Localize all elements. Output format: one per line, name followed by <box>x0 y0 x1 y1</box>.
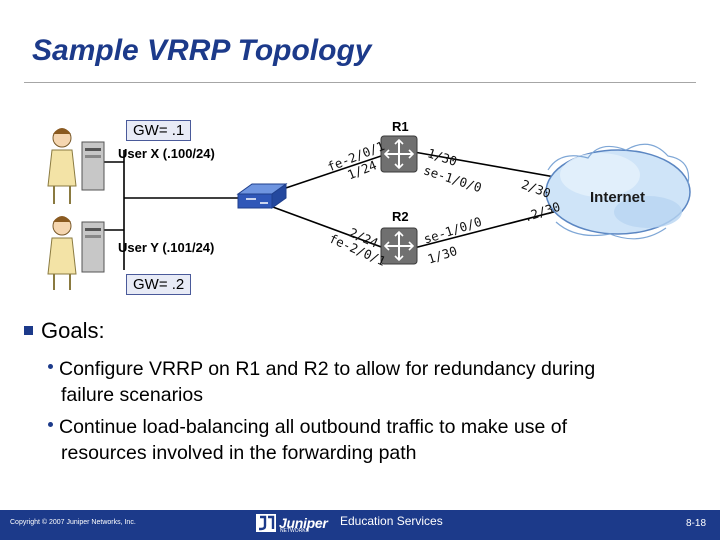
bullet-dot-icon <box>48 364 53 370</box>
router-r1-icon <box>380 135 418 173</box>
gateway-box-2: GW= .2 <box>126 274 192 295</box>
gateway-box-1: GW= .1 <box>126 120 192 141</box>
router-r2-icon <box>380 227 418 265</box>
internet-cloud-icon <box>545 143 691 240</box>
user-y-label: User Y (.101/24) <box>118 240 215 255</box>
router-r1-label: R1 <box>392 119 409 134</box>
switch-r2-link <box>261 202 385 249</box>
bullet-dot-icon <box>48 422 53 428</box>
user-y-person-icon <box>47 216 77 290</box>
goal-bullet-2: Continue load-balancing all outbound tra… <box>48 414 567 466</box>
goal-1-line-1: Configure VRRP on R1 and R2 to allow for… <box>59 358 596 380</box>
page-title: Sample VRRP Topology <box>32 34 372 67</box>
education-services-text: Education Services <box>340 514 443 528</box>
router-r2-label: R2 <box>392 209 409 224</box>
user-x-pc-icon <box>81 141 105 191</box>
juniper-logo-text: Juniper <box>279 515 328 531</box>
title-divider <box>24 82 696 83</box>
juniper-logo: Juniper NETWORKS <box>256 513 328 534</box>
goal-bullet-1: Configure VRRP on R1 and R2 to allow for… <box>48 356 595 408</box>
internet-label: Internet <box>590 189 646 206</box>
page-number: 8-18 <box>686 518 707 529</box>
juniper-logo-icon <box>256 514 276 532</box>
juniper-logo-subtext: NETWORKS <box>280 528 309 534</box>
footer-bar <box>0 510 720 540</box>
user-y-pc-icon <box>81 221 105 273</box>
user-x-person-icon <box>47 128 77 204</box>
user-x-label: User X (.100/24) <box>118 146 215 161</box>
goal-2-line-2: resources involved in the forwarding pat… <box>61 442 417 464</box>
lan-switch-icon <box>236 183 288 209</box>
topology-diagram <box>47 128 691 290</box>
goal-1-line-2: failure scenarios <box>61 384 203 406</box>
goals-heading-text: Goals: <box>41 318 105 343</box>
square-bullet-icon <box>24 325 33 335</box>
goal-2-line-1: Continue load-balancing all outbound tra… <box>59 416 568 438</box>
goals-heading: Goals: <box>24 318 105 344</box>
copyright-text: Copyright © 2007 Juniper Networks, Inc. <box>10 519 136 526</box>
